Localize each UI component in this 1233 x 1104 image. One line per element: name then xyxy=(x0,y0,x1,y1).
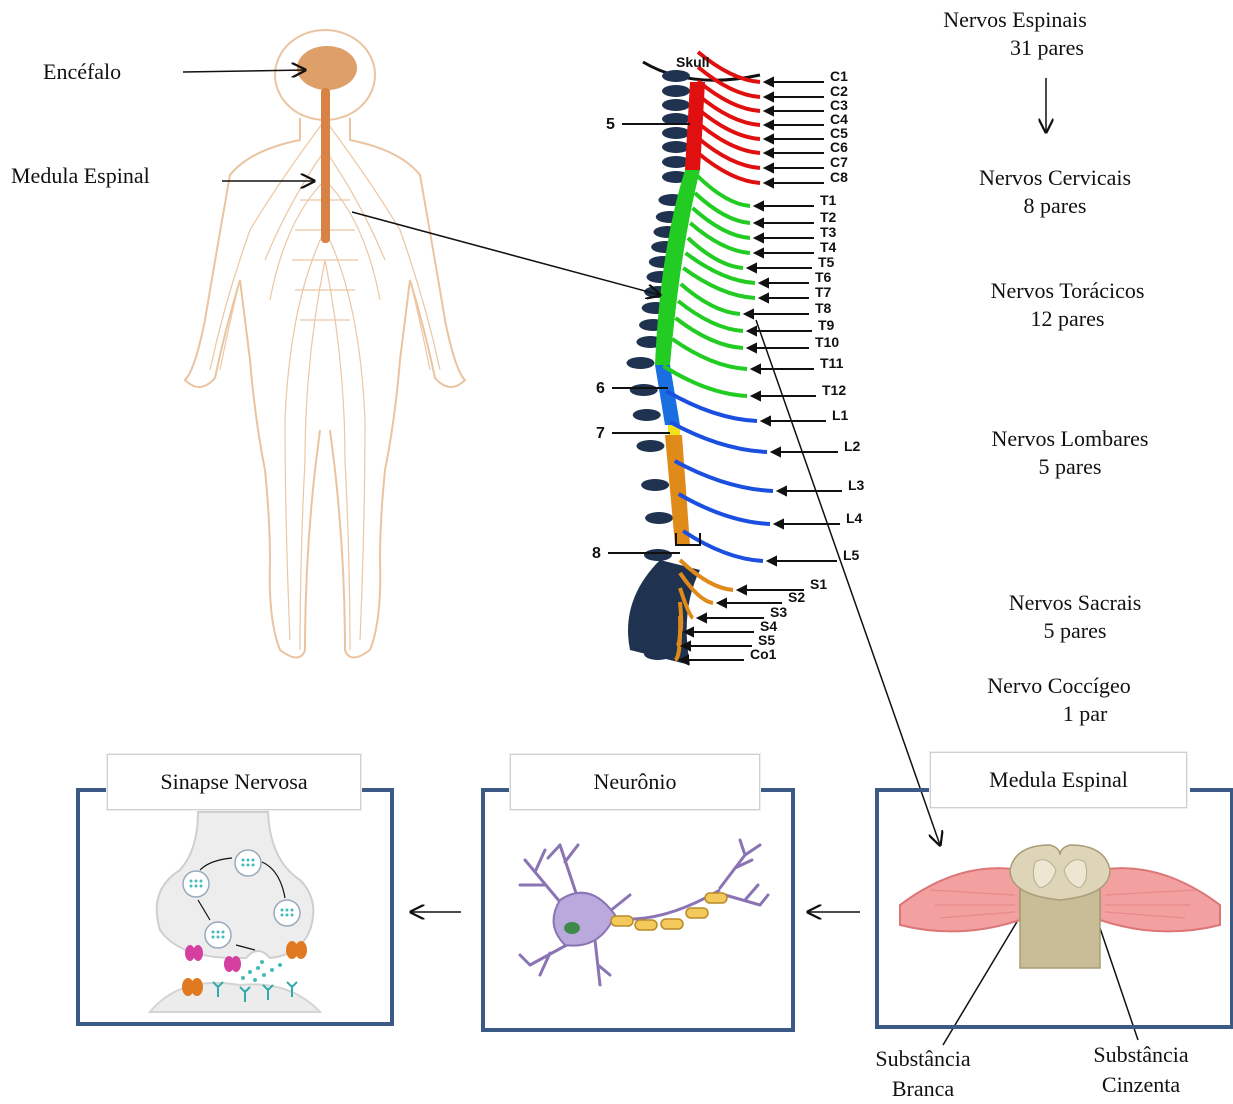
substancia-cinzenta-line1: Substância xyxy=(1076,1040,1206,1070)
substancia-cinzenta-line2: Cinzenta xyxy=(1076,1070,1206,1100)
substancia-branca-label: Substância Branca xyxy=(858,1044,988,1104)
substancia-branca-line1: Substância xyxy=(858,1044,988,1074)
substancia-branca-line2: Branca xyxy=(858,1074,988,1104)
substancia-cinzenta-label: Substância Cinzenta xyxy=(1076,1040,1206,1100)
